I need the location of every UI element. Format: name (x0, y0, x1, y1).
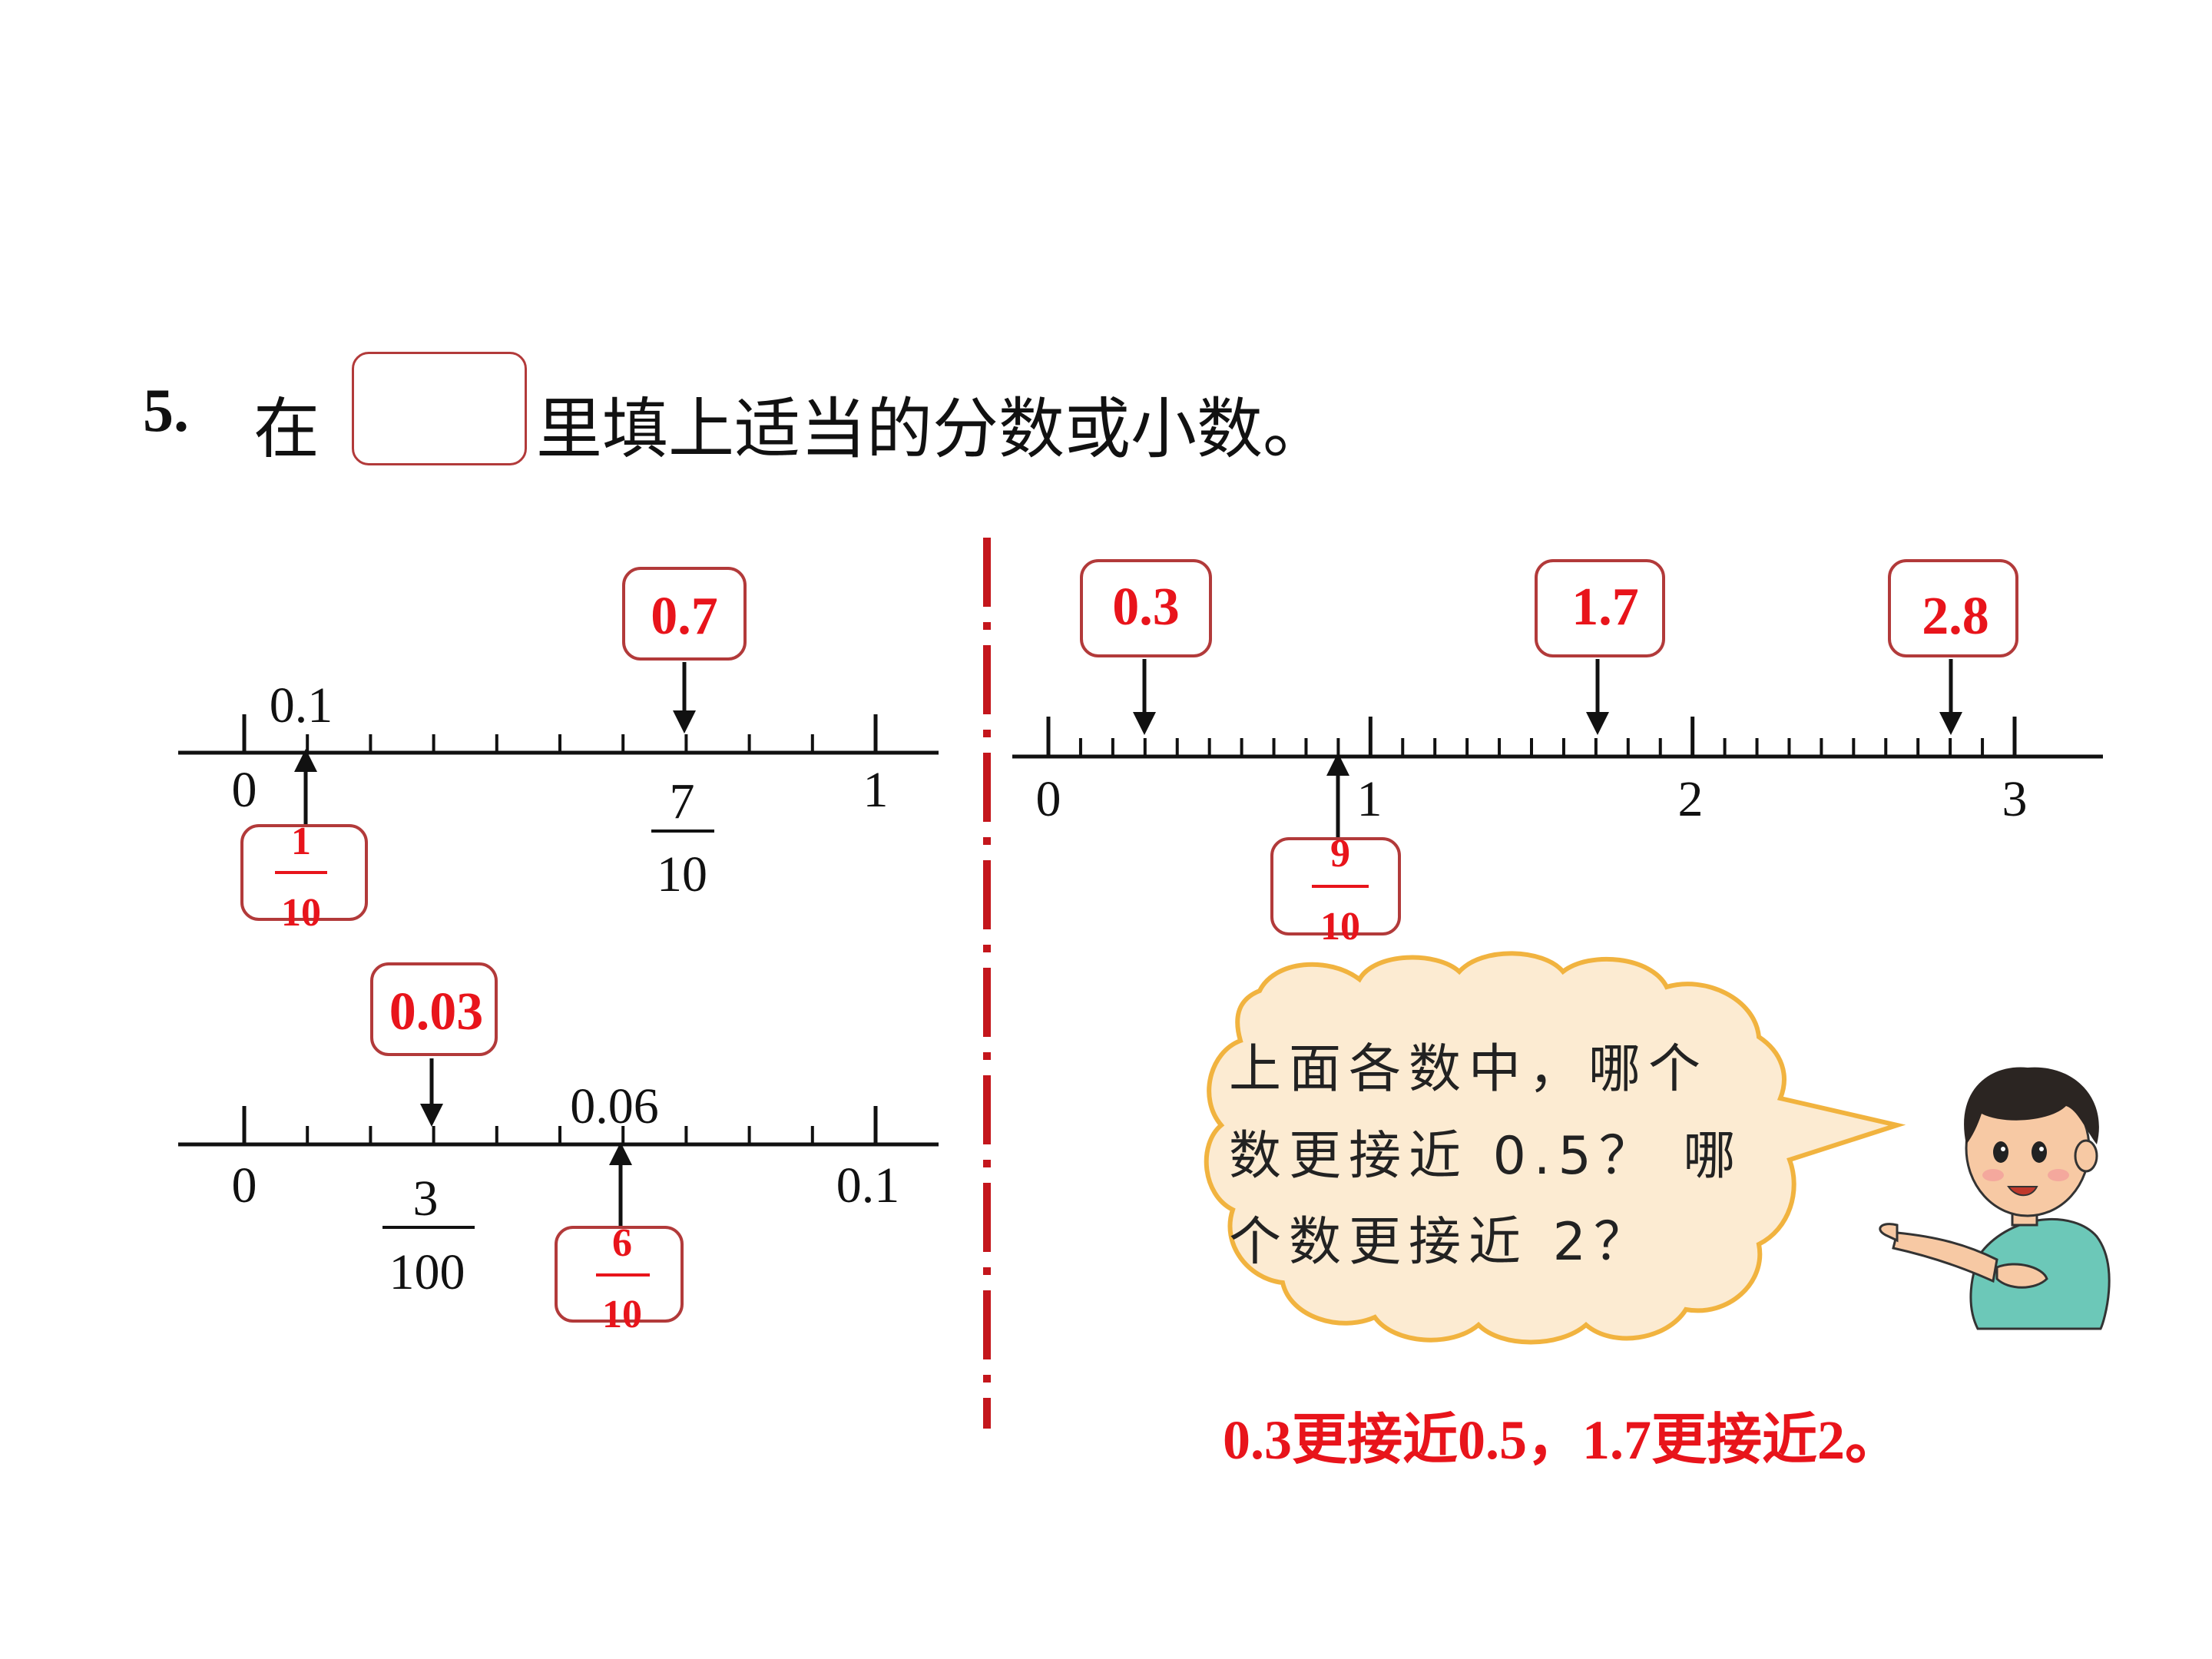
bubble-shape (1204, 951, 1906, 1345)
number-line-1: 0 1 0.1 7 10 0.7 1 10 (178, 567, 939, 935)
answer-fraction-numerator: 6 (612, 1221, 632, 1265)
answer-value: 1.7 (1571, 578, 1639, 637)
printed-fraction-denominator: 10 (657, 846, 707, 902)
bubble-line-3: 个数更接近 2？ (1229, 1212, 1654, 1273)
tick-label-0: 0 (232, 762, 257, 818)
question-number: 5. (143, 377, 189, 445)
printed-decimal: 0.1 (270, 677, 333, 733)
tick-label-1: 1 (1357, 771, 1382, 827)
answer-value: 0.3 (1112, 578, 1180, 637)
answer-box (370, 962, 498, 1056)
number-line-2: 0 0.1 0.06 3 100 0.03 6 10 (178, 962, 939, 1336)
printed-fraction-denominator: 100 (389, 1244, 465, 1300)
number-line-3: 0 1 2 3 0.3 1.7 2.8 9 10 (1012, 559, 2103, 949)
answer-box (1888, 559, 2018, 657)
tick-label-3: 3 (2002, 771, 2028, 827)
answer-fraction-numerator: 1 (291, 820, 311, 863)
question-text-after: 里填上适当的分数或小数。 (536, 392, 1329, 466)
answer-box (1535, 559, 1665, 657)
printed-fraction-numerator: 3 (413, 1171, 439, 1227)
answer-value: 2.8 (1922, 587, 1989, 646)
printed-decimal: 0.06 (570, 1078, 659, 1134)
answer-box (1080, 559, 1212, 657)
answer-value: 0.03 (389, 982, 484, 1041)
bubble-line-1: 上面各数中，哪个 (1229, 1039, 1708, 1100)
answer-fraction-denominator: 10 (1320, 905, 1360, 949)
question-text-before: 在 (253, 392, 320, 466)
boy-illustration (1879, 1067, 2111, 1330)
tick-label-1: 1 (863, 762, 889, 818)
bubble-line-2: 数更接近 0.5？ 哪 (1229, 1126, 1743, 1187)
printed-fraction-numerator: 7 (670, 773, 695, 830)
tick-label-0: 0 (1036, 771, 1061, 827)
speech-bubble: 上面各数中，哪个 数更接近 0.5？ 哪 个数更接近 2？ (1204, 951, 1906, 1345)
tick-label-2: 2 (1678, 771, 1704, 827)
answer-text: 0.3更接近0.5，1.7更接近2。 (1223, 1409, 1901, 1471)
answer-fraction-denominator: 10 (281, 891, 321, 935)
tick-label-0-1: 0.1 (836, 1157, 900, 1214)
answer-fraction-denominator: 10 (602, 1293, 642, 1336)
answer-box-sample (352, 352, 527, 465)
answer-value: 0.7 (651, 587, 718, 646)
tick-label-0: 0 (232, 1157, 257, 1214)
answer-box (622, 567, 747, 661)
answer-fraction-numerator: 9 (1330, 832, 1350, 876)
